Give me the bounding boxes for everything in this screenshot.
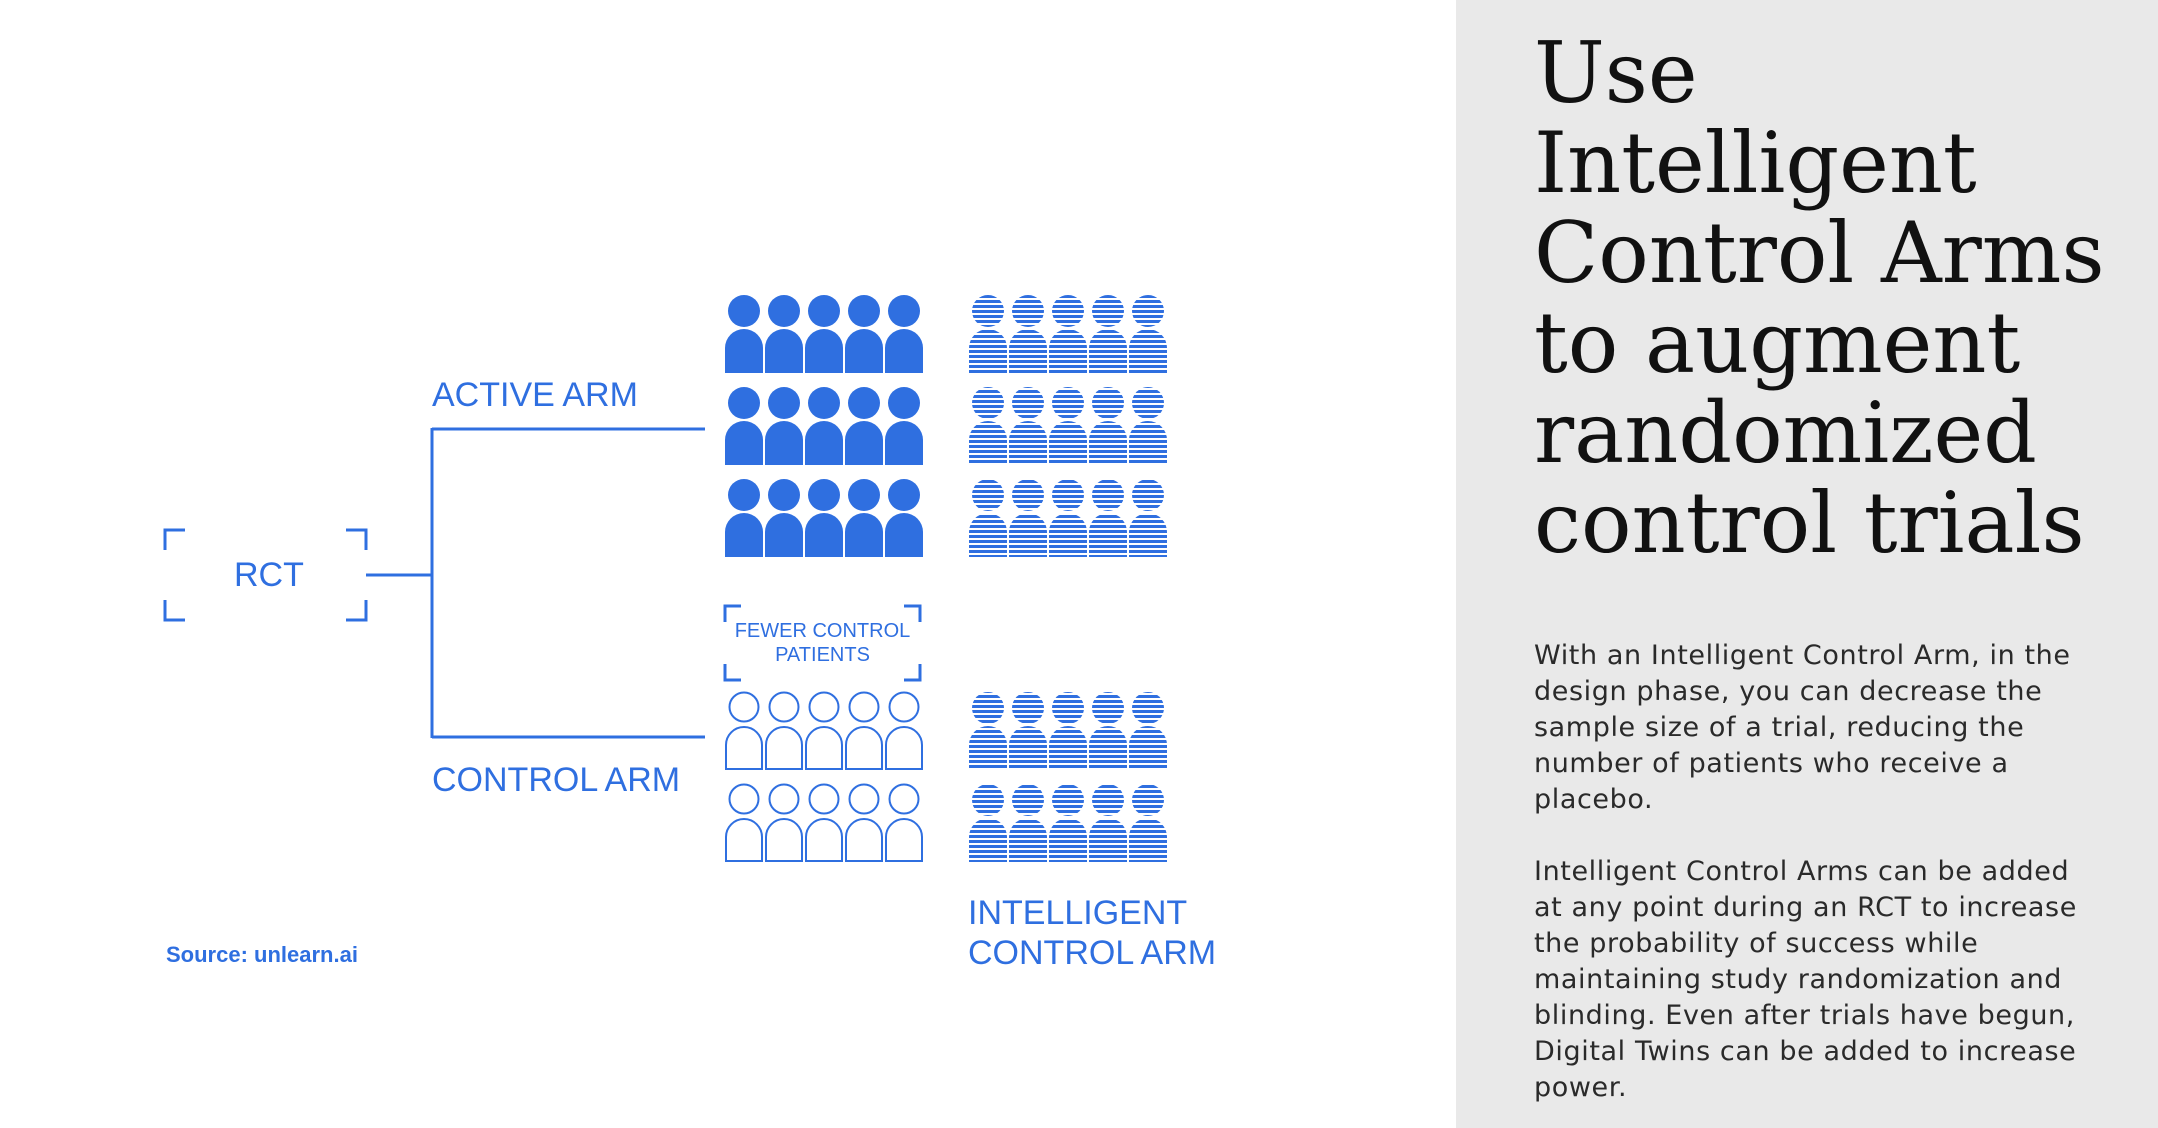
digital-twin-icon: [1049, 295, 1087, 373]
paragraph-add-anytime: Intelligent Control Arms can be added at…: [1534, 856, 2077, 1103]
control-patient-icon: [805, 783, 843, 862]
control-arm-patients: [725, 691, 923, 862]
intelligent-arm-line2: CONTROL ARM: [968, 934, 1217, 972]
control-patient-icon: [885, 783, 923, 862]
digital-twin-icon: [1049, 692, 1087, 770]
digital-twin-icon: [1049, 479, 1087, 557]
patient-icon: [845, 387, 883, 465]
digital-twin-icon: [969, 387, 1007, 465]
paragraph-design-phase: With an Intelligent Control Arm, in the …: [1534, 640, 2071, 815]
fewer-control-label-line2: PATIENTS: [775, 644, 870, 666]
patient-icon: [725, 479, 763, 557]
digital-twin-icon: [1129, 479, 1167, 557]
patient-icon: [885, 479, 923, 557]
patient-icon: [725, 387, 763, 465]
patient-icon: [885, 295, 923, 373]
rct-bracket: [163, 528, 368, 622]
digital-twin-icon: [969, 479, 1007, 557]
digital-twin-icon: [1009, 479, 1047, 557]
patient-icon: [885, 387, 923, 465]
digital-twin-icon: [1089, 295, 1127, 373]
patient-icon: [845, 295, 883, 373]
fewer-control-label: FEWER CONTROL PATIENTS: [725, 619, 920, 667]
control-patient-icon: [765, 783, 803, 862]
patient-icon: [805, 479, 843, 557]
control-patient-icon: [765, 691, 803, 770]
digital-twin-icon: [1129, 295, 1167, 373]
digital-twin-icon: [1089, 784, 1127, 862]
digital-twin-icon: [1049, 387, 1087, 465]
right-panel: Use Intelligent Control Arms to augment …: [1456, 0, 2158, 1128]
control-patient-icon: [725, 783, 763, 862]
digital-twin-icon: [969, 295, 1007, 373]
branch-lines: [366, 427, 705, 739]
digital-twin-icon: [1049, 784, 1087, 862]
control-patient-icon: [725, 691, 763, 770]
intelligent-arm-line1: INTELLIGENT: [968, 894, 1188, 932]
patient-icon: [845, 479, 883, 557]
patient-icon: [725, 295, 763, 373]
digital-twin-icon: [1129, 387, 1167, 465]
digital-twin-icon: [969, 692, 1007, 770]
active-arm-label: ACTIVE ARM: [432, 376, 638, 414]
digital-twin-active-patients: [969, 295, 1167, 557]
digital-twin-icon: [1009, 295, 1047, 373]
digital-twin-control-patients: [969, 692, 1167, 862]
digital-twin-icon: [1009, 692, 1047, 770]
intelligent-control-arm-label: INTELLIGENT CONTROL ARM: [968, 893, 1216, 973]
rct-diagram: [163, 295, 1167, 862]
fewer-control-label-line1: FEWER CONTROL: [734, 620, 911, 642]
control-arm-label: CONTROL ARM: [432, 761, 681, 799]
digital-twin-icon: [969, 784, 1007, 862]
control-patient-icon: [805, 691, 843, 770]
patient-icon: [765, 295, 803, 373]
headline: Use Intelligent Control Arms to augment …: [1534, 24, 2105, 572]
digital-twin-icon: [1089, 479, 1127, 557]
fewer-control-bracket: [723, 604, 922, 682]
control-patient-icon: [845, 691, 883, 770]
patient-icon: [805, 295, 843, 373]
patient-icon: [805, 387, 843, 465]
rct-label: RCT: [234, 556, 304, 594]
digital-twin-icon: [1089, 692, 1127, 770]
control-patient-icon: [845, 783, 883, 862]
patient-icon: [765, 479, 803, 557]
source-note: Source: unlearn.ai: [166, 942, 358, 967]
digital-twin-icon: [1129, 692, 1167, 770]
patient-icon: [765, 387, 803, 465]
digital-twin-icon: [1129, 784, 1167, 862]
digital-twin-icon: [1009, 387, 1047, 465]
active-arm-patients: [725, 295, 923, 557]
control-patient-icon: [885, 691, 923, 770]
digital-twin-icon: [1009, 784, 1047, 862]
digital-twin-icon: [1089, 387, 1127, 465]
